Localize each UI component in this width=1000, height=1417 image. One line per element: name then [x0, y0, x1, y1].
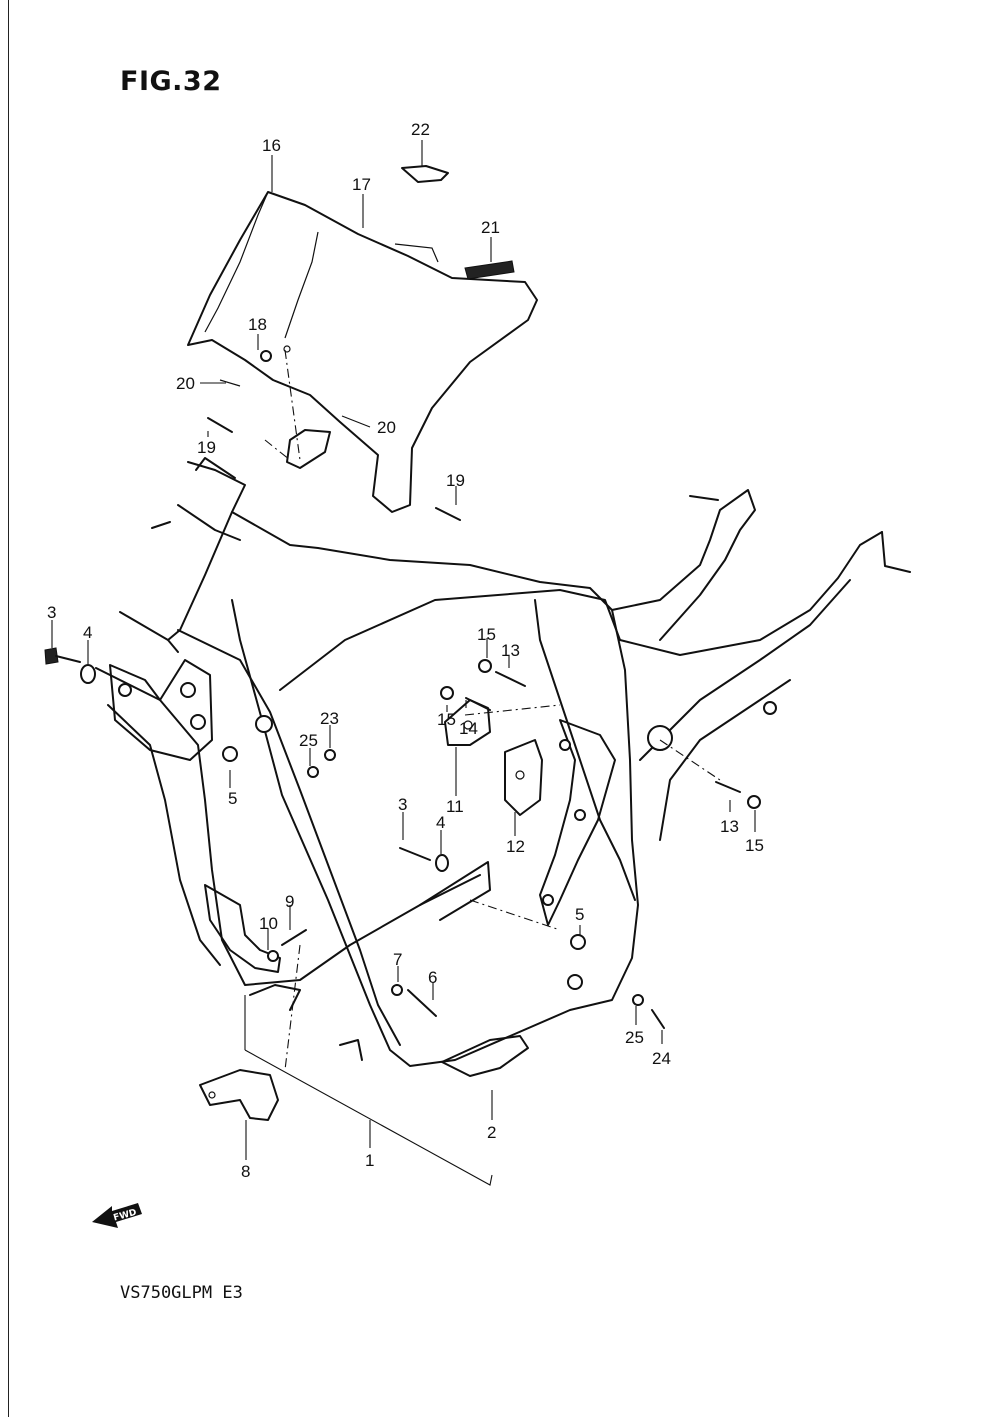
callout-15-top: 15: [477, 625, 496, 644]
alignment-lines: [264, 349, 721, 1071]
front-engine-mount-left: [109, 659, 213, 761]
callout-25-left: 25: [299, 731, 318, 750]
callout-20-right: 20: [377, 418, 396, 437]
callout-18: 18: [248, 315, 267, 334]
callout-24: 24: [652, 1049, 671, 1068]
callout-12: 12: [506, 837, 525, 856]
callout-1: 1: [365, 1151, 374, 1170]
callout-19-right: 19: [446, 471, 465, 490]
callout-5-left: 5: [228, 789, 237, 808]
leader-lines: [51, 140, 756, 1186]
callout-3-left: 3: [47, 603, 56, 622]
cover-screws: [207, 345, 461, 521]
callout-8: 8: [241, 1162, 250, 1181]
callout-13-right: 13: [720, 817, 739, 836]
model-code: VS750GLPM E3: [120, 1283, 243, 1303]
callout-2: 2: [487, 1123, 496, 1142]
callout-13-center: 13: [501, 641, 520, 660]
callout-11: 11: [446, 797, 464, 816]
cover-bracket: [219, 379, 331, 469]
callout-16: 16: [262, 136, 281, 155]
callout-7: 7: [393, 950, 402, 969]
engine-mount-plate-12: [504, 739, 543, 816]
mount-bolts-center: [307, 659, 761, 1029]
name-plate: [464, 260, 515, 280]
callout-15-mid: 15: [437, 710, 456, 729]
main-frame: [95, 457, 911, 1067]
callout-21: 21: [481, 218, 500, 237]
callout-19-left: 19: [197, 438, 216, 457]
callout-25-right: 25: [625, 1028, 644, 1047]
lower-left-bracket: [199, 884, 307, 1121]
callout-4-center: 4: [436, 813, 445, 832]
callout-labels: 1 2 3 3 4 4 5 5 6 7 8 9 10 11 12 13 13 1…: [47, 120, 764, 1181]
callout-17: 17: [352, 175, 371, 194]
callout-4-left: 4: [83, 623, 92, 642]
callout-14: 14: [459, 719, 478, 738]
rear-engine-mount: [539, 719, 616, 950]
callout-15-right: 15: [745, 836, 764, 855]
callout-22: 22: [411, 120, 430, 139]
callout-23: 23: [320, 709, 339, 728]
callout-10: 10: [259, 914, 278, 933]
forward-direction-arrow: FWD: [92, 1203, 142, 1228]
callout-3-center: 3: [398, 795, 407, 814]
emblem-plate: [401, 165, 449, 183]
callout-5-center: 5: [575, 905, 584, 924]
callout-20-left: 20: [176, 374, 195, 393]
figure-title: FIG.32: [120, 66, 222, 97]
scan-edge-line: [8, 0, 9, 1417]
callout-6: 6: [428, 968, 437, 987]
callout-9: 9: [285, 892, 294, 911]
frame-cover: [187, 191, 538, 513]
front-mount-bolt-left: [44, 647, 238, 762]
engine-plate: [249, 861, 529, 1077]
